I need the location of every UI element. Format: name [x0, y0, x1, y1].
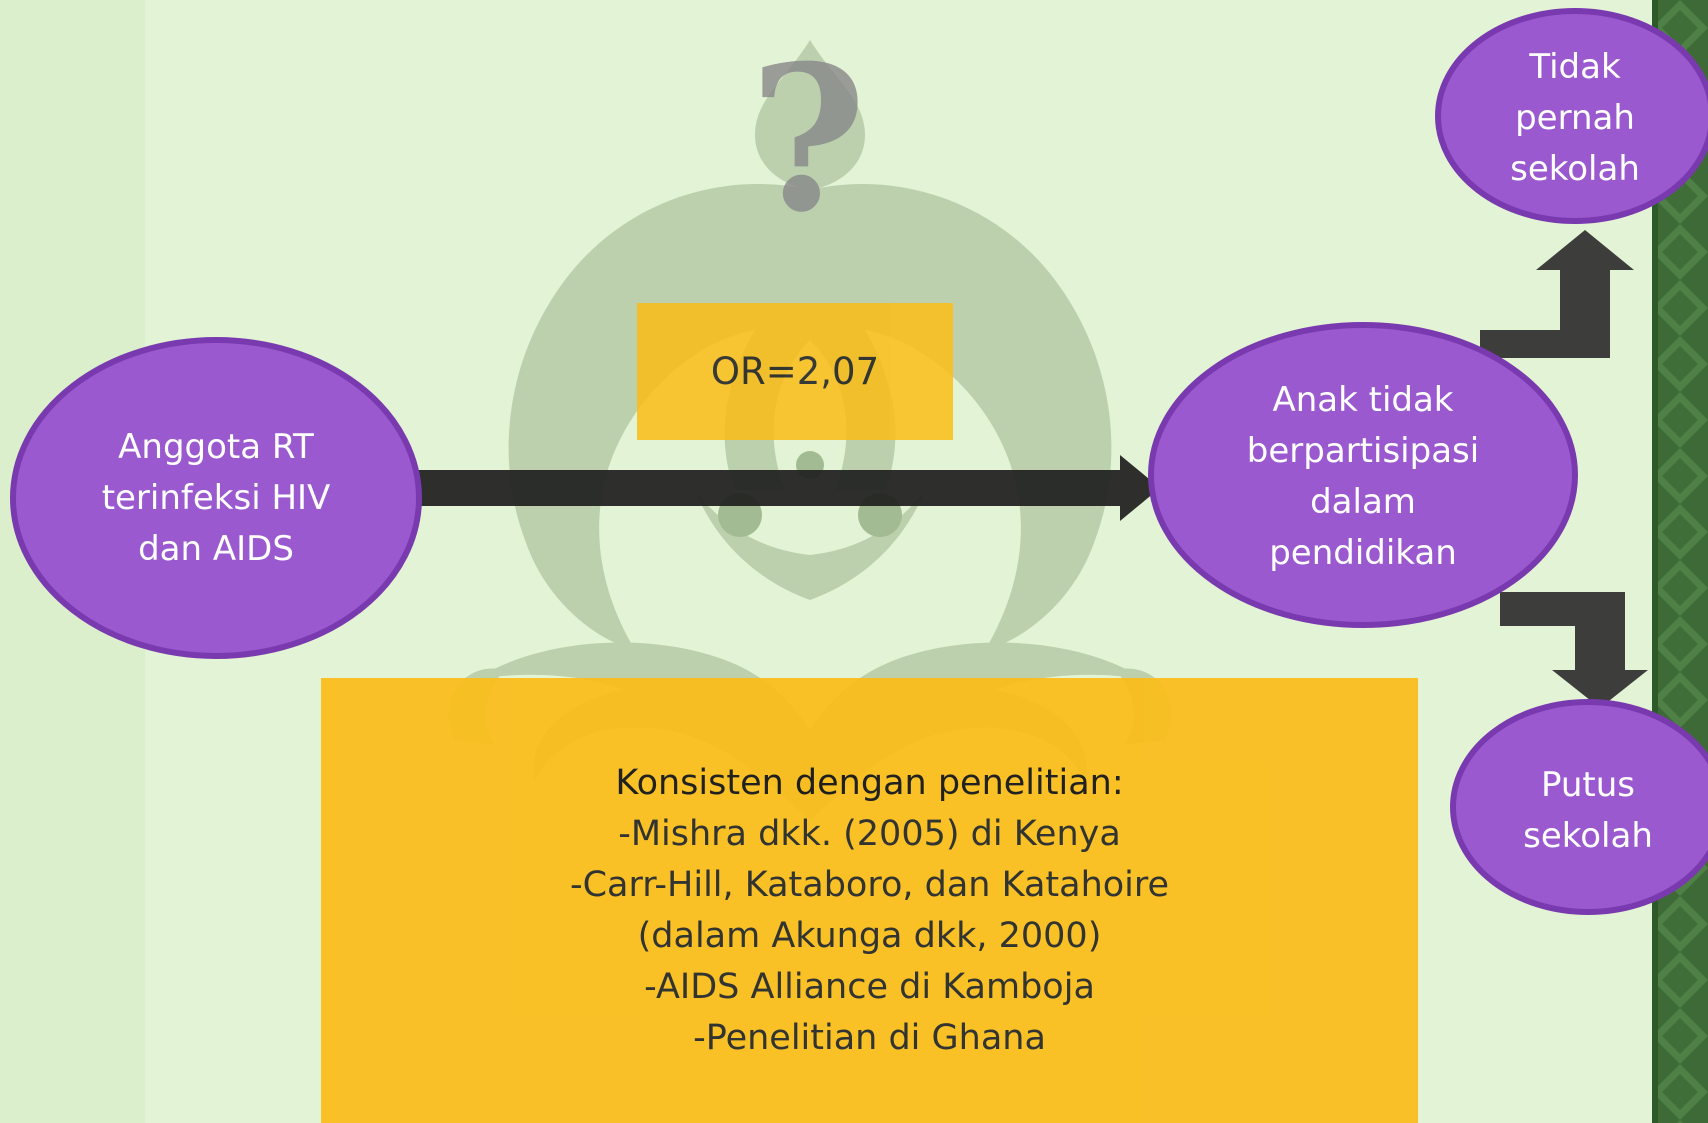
never-school-node-shape — [1435, 8, 1708, 224]
reference-item: (dalam Akunga dkk, 2000) — [637, 916, 1102, 956]
node-label-line: Anggota RT — [118, 426, 314, 467]
source-node-label: Anggota RT terinfeksi HIV dan AIDS — [40, 380, 392, 616]
node-label-line: dan AIDS — [138, 528, 294, 569]
elbow-arrow-up — [1480, 230, 1634, 358]
node-label-line: Putus — [1540, 765, 1636, 805]
reference-item: -Mishra dkk. (2005) di Kenya — [618, 814, 1121, 854]
node-label-line: sekolah — [1510, 148, 1640, 189]
node-label-line: pernah — [1515, 97, 1635, 138]
node-label-line: Anak tidak — [1272, 380, 1454, 420]
node-label-line: terinfeksi HIV — [101, 477, 331, 518]
odds-ratio-box: OR=2,07 — [637, 303, 953, 440]
node-label-line: sekolah — [1523, 816, 1653, 856]
odds-ratio-value: OR=2,07 — [710, 350, 880, 393]
question-mark-icon: ? — [749, 22, 867, 257]
source-node-shape — [10, 337, 422, 659]
never-school-node-label: Tidak pernah sekolah — [1470, 38, 1680, 198]
dropout-node-label: Putus sekolah — [1488, 756, 1688, 866]
elbow-arrow-down — [1500, 592, 1648, 708]
node-label-line: Tidak — [1529, 46, 1621, 87]
references-heading: Konsisten dengan penelitian: — [615, 763, 1124, 803]
outcome-node-shape — [1148, 322, 1578, 628]
reference-item: -Penelitian di Ghana — [693, 1018, 1046, 1058]
node-label-line: berpartisipasi — [1246, 431, 1480, 471]
reference-item: -AIDS Alliance di Kamboja — [644, 967, 1095, 1007]
references-box: Konsisten dengan penelitian: -Mishra dkk… — [321, 678, 1418, 1123]
node-label-line: dalam — [1310, 482, 1416, 522]
reference-item: -Carr-Hill, Kataboro, dan Katahoire — [569, 865, 1170, 905]
dropout-node-shape — [1450, 699, 1708, 915]
outcome-node-label: Anak tidak berpartisipasi dalam pendidik… — [1190, 355, 1536, 599]
main-arrow — [415, 455, 1160, 521]
node-label-line: pendidikan — [1269, 533, 1457, 573]
